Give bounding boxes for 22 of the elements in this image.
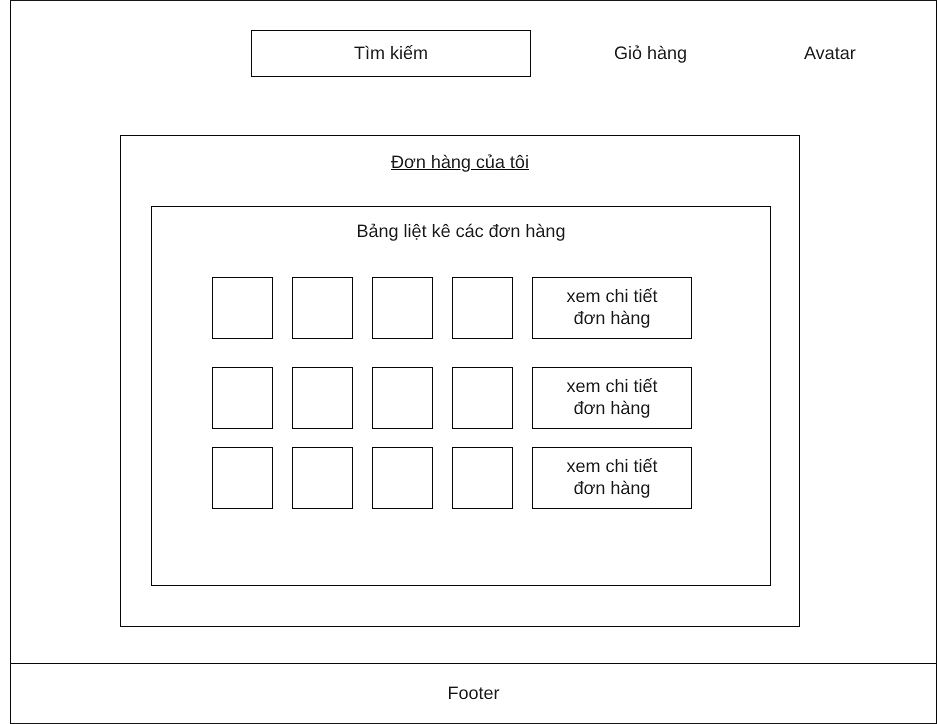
main-panel — [120, 135, 800, 627]
detail-button: xem chi tiết đơn hàng — [532, 277, 692, 339]
table-cell — [292, 367, 353, 429]
detail-button: xem chi tiết đơn hàng — [532, 367, 692, 429]
table-cell — [212, 447, 273, 509]
table-cell — [212, 367, 273, 429]
search-field: Tìm kiếm — [251, 30, 531, 77]
table-cell — [292, 447, 353, 509]
detail-button: xem chi tiết đơn hàng — [532, 447, 692, 509]
page-heading: Đơn hàng của tôi — [391, 152, 529, 172]
table-cell — [452, 447, 513, 509]
avatar-text: Avatar — [804, 43, 856, 64]
order-table — [151, 206, 771, 586]
table-cell — [372, 367, 433, 429]
table-cell — [292, 277, 353, 339]
table-cell — [372, 447, 433, 509]
table-cell — [212, 277, 273, 339]
cart-link: Giỏ hàng — [614, 43, 688, 64]
table-heading: Bảng liệt kê các đơn hàng — [356, 221, 566, 241]
table-cell — [452, 367, 513, 429]
table-cell — [452, 277, 513, 339]
table-cell — [372, 277, 433, 339]
